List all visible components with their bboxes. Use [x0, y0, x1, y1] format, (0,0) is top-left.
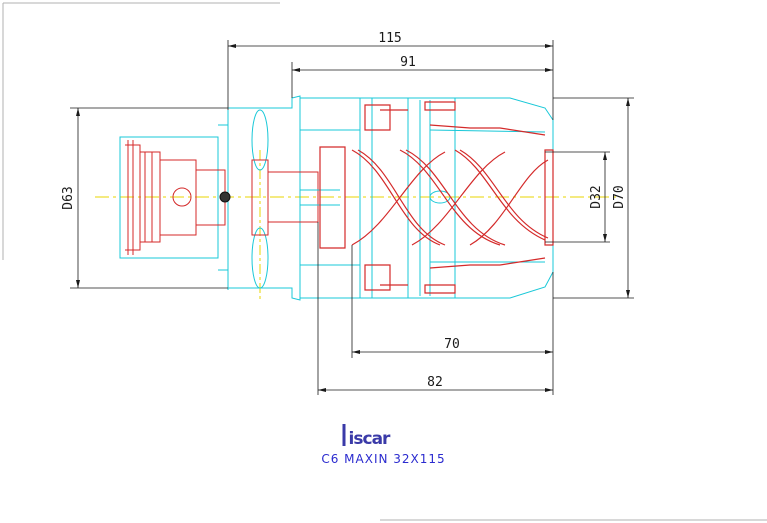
- helical-flutes: [319, 101, 554, 294]
- iscar-logo: iscar: [349, 429, 391, 449]
- dim-cutter-diameter: D70: [612, 185, 627, 208]
- dim-length-82: 82: [427, 375, 443, 390]
- dim-bore-diameter: D32: [589, 185, 604, 208]
- dim-overall-length: 115: [378, 31, 401, 46]
- pivot-point: [219, 191, 231, 203]
- dim-body-length: 91: [400, 55, 416, 70]
- drawing-caption: C6 MAXIN 32X115: [321, 452, 446, 466]
- dim-shank-diameter: D63: [61, 186, 76, 209]
- dimension-lines: [70, 40, 634, 395]
- dimension-arrows: [76, 44, 630, 392]
- centerline: [95, 150, 620, 300]
- shank: [119, 110, 229, 290]
- cutter-body: [300, 97, 554, 299]
- dim-length-70: 70: [444, 337, 460, 352]
- neck-flange: [228, 95, 340, 301]
